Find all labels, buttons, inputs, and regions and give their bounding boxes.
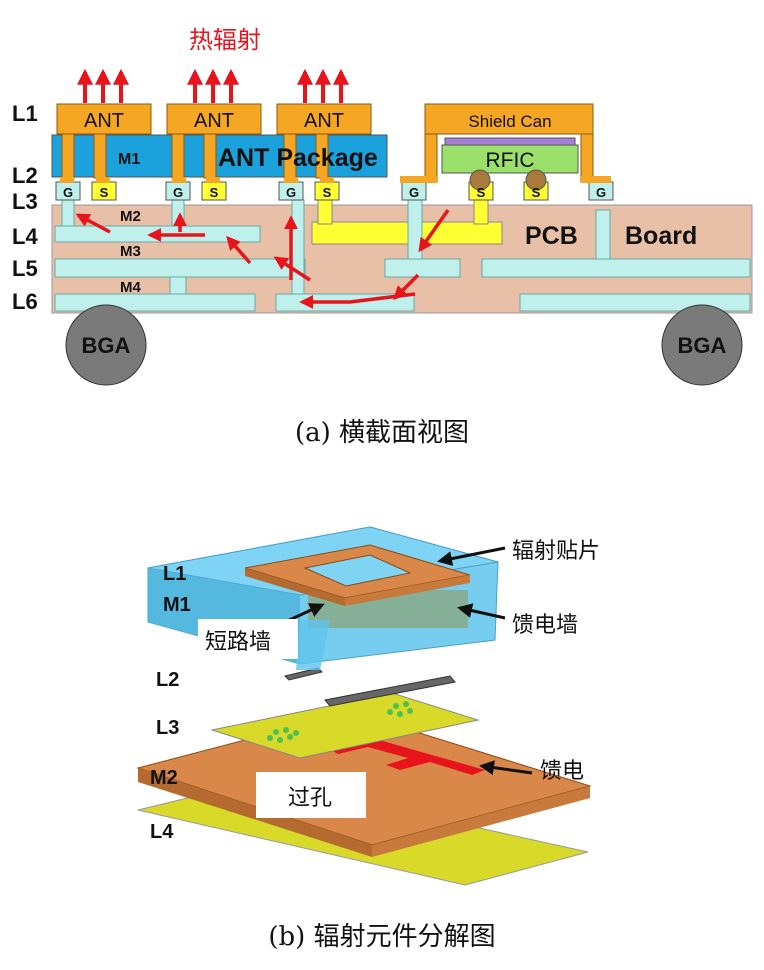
ant-label-3: ANT — [304, 110, 344, 132]
ant-package — [51, 134, 388, 178]
layer-label-l4: L4 — [12, 224, 38, 249]
bga-ball-left — [65, 304, 147, 386]
shield-can-label: Shield Can — [468, 112, 551, 131]
layer-b-label-l4: L4 — [150, 821, 174, 843]
pad-g-5: G — [596, 185, 606, 200]
pad-s-4: S — [477, 185, 486, 200]
callout-feed-wall: 馈电墙 — [512, 613, 578, 638]
feed-line — [328, 738, 485, 775]
layer-b-label-m1: M1 — [163, 594, 191, 616]
callout-feed: 馈电 — [540, 759, 584, 784]
layer-b-label-m2: M2 — [150, 767, 178, 789]
caption-b: (b) 辐射元件分解图 — [268, 922, 495, 952]
layer-b-label-l3: L3 — [156, 717, 179, 739]
ant-label-2: ANT — [194, 110, 234, 132]
callout-short-wall: 短路墙 — [205, 630, 271, 655]
metal-label-m1: M1 — [118, 151, 140, 168]
heat-radiation-label: 热辐射 — [189, 26, 261, 54]
pad-g-1: G — [63, 185, 73, 200]
pad-g-4: G — [409, 185, 419, 200]
callout-patch: 辐射贴片 — [512, 539, 600, 564]
pad-s-3: S — [323, 185, 332, 200]
metal-label-m4: M4 — [120, 279, 141, 296]
layer-label-l2: L2 — [12, 163, 38, 188]
metal-label-m2: M2 — [120, 208, 141, 225]
ant-patch-1 — [56, 103, 152, 135]
rfic-label: RFIC — [486, 149, 535, 172]
pad-s-2: S — [210, 185, 219, 200]
metal-label-m3: M3 — [120, 243, 141, 260]
ant-patch-2 — [166, 103, 262, 135]
bga-label-right: BGA — [678, 333, 727, 358]
layer-b-label-l1: L1 — [163, 563, 186, 585]
pad-g-3: G — [286, 185, 296, 200]
pad-s-5: S — [532, 185, 541, 200]
board-label: Board — [625, 222, 697, 250]
shield-can — [400, 103, 611, 191]
bga-ball-right — [661, 304, 743, 386]
cross-section-view: 热辐射 — [12, 26, 753, 448]
callout-via: 过孔 — [288, 786, 332, 811]
ant-label-1: ANT — [84, 110, 124, 132]
radiation-patch — [244, 544, 471, 606]
heat-arrows — [77, 68, 349, 103]
layer-label-l5: L5 — [12, 256, 38, 281]
ant-package-label: ANT Package — [218, 144, 378, 172]
exploded-view: L1 M1 L2 L3 M2 L4 辐射贴片 馈电墙 短路墙 馈电 过孔 (b)… — [136, 526, 600, 952]
layer-b-label-l2: L2 — [156, 669, 179, 691]
pcb-feed-trace — [311, 221, 503, 245]
signal-path-arrows — [75, 208, 450, 309]
pad-s-1: S — [100, 185, 109, 200]
layer-label-l3: L3 — [12, 189, 38, 214]
bga-label-left: BGA — [82, 333, 131, 358]
layer-label-l1: L1 — [12, 101, 38, 126]
layer-label-l6: L6 — [12, 289, 38, 314]
pad-g-2: G — [173, 185, 183, 200]
caption-a: (a) 横截面视图 — [295, 418, 469, 448]
pcb-label: PCB — [525, 222, 578, 250]
rfic-chip — [441, 144, 579, 174]
